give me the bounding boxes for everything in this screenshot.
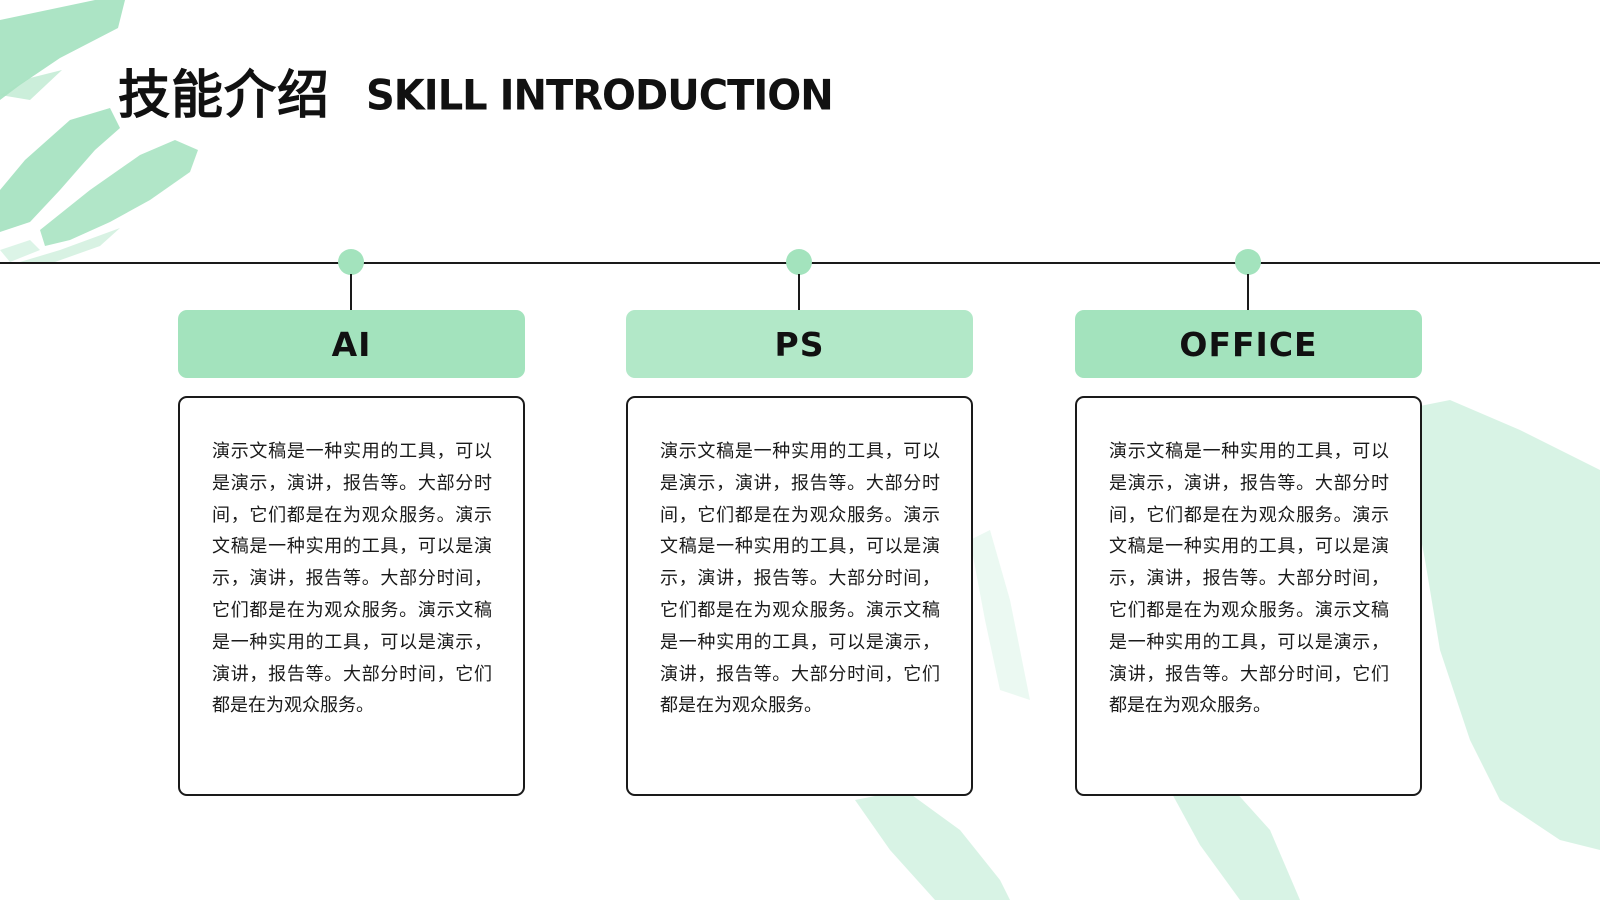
page-title: 技能介绍 bbox=[118, 66, 331, 126]
card-header-ai: AI bbox=[178, 310, 525, 378]
timeline-connector-ps bbox=[798, 274, 800, 310]
timeline-connector-ai bbox=[350, 274, 352, 310]
card-text-office: 演示文稿是一种实用的工具，可以是演示，演讲，报告等。大部分时间，它们都是在为观众… bbox=[1109, 441, 1389, 717]
timeline-connector-office bbox=[1247, 274, 1249, 310]
card-text-ps: 演示文稿是一种实用的工具，可以是演示，演讲，报告等。大部分时间，它们都是在为观众… bbox=[660, 441, 940, 717]
card-header-office: OFFICE bbox=[1075, 310, 1422, 378]
card-body-ai: 演示文稿是一种实用的工具，可以是演示，演讲，报告等。大部分时间，它们都是在为观众… bbox=[178, 396, 525, 796]
timeline-node-office bbox=[1235, 249, 1261, 275]
card-body-ps: 演示文稿是一种实用的工具，可以是演示，演讲，报告等。大部分时间，它们都是在为观众… bbox=[626, 396, 973, 796]
card-body-office: 演示文稿是一种实用的工具，可以是演示，演讲，报告等。大部分时间，它们都是在为观众… bbox=[1075, 396, 1422, 796]
timeline-node-ai bbox=[338, 249, 364, 275]
card-header-ps: PS bbox=[626, 310, 973, 378]
page-subtitle: SKILL INTRODUCTION bbox=[366, 71, 834, 121]
card-text-ai: 演示文稿是一种实用的工具，可以是演示，演讲，报告等。大部分时间，它们都是在为观众… bbox=[212, 441, 492, 717]
timeline-node-ps bbox=[786, 249, 812, 275]
